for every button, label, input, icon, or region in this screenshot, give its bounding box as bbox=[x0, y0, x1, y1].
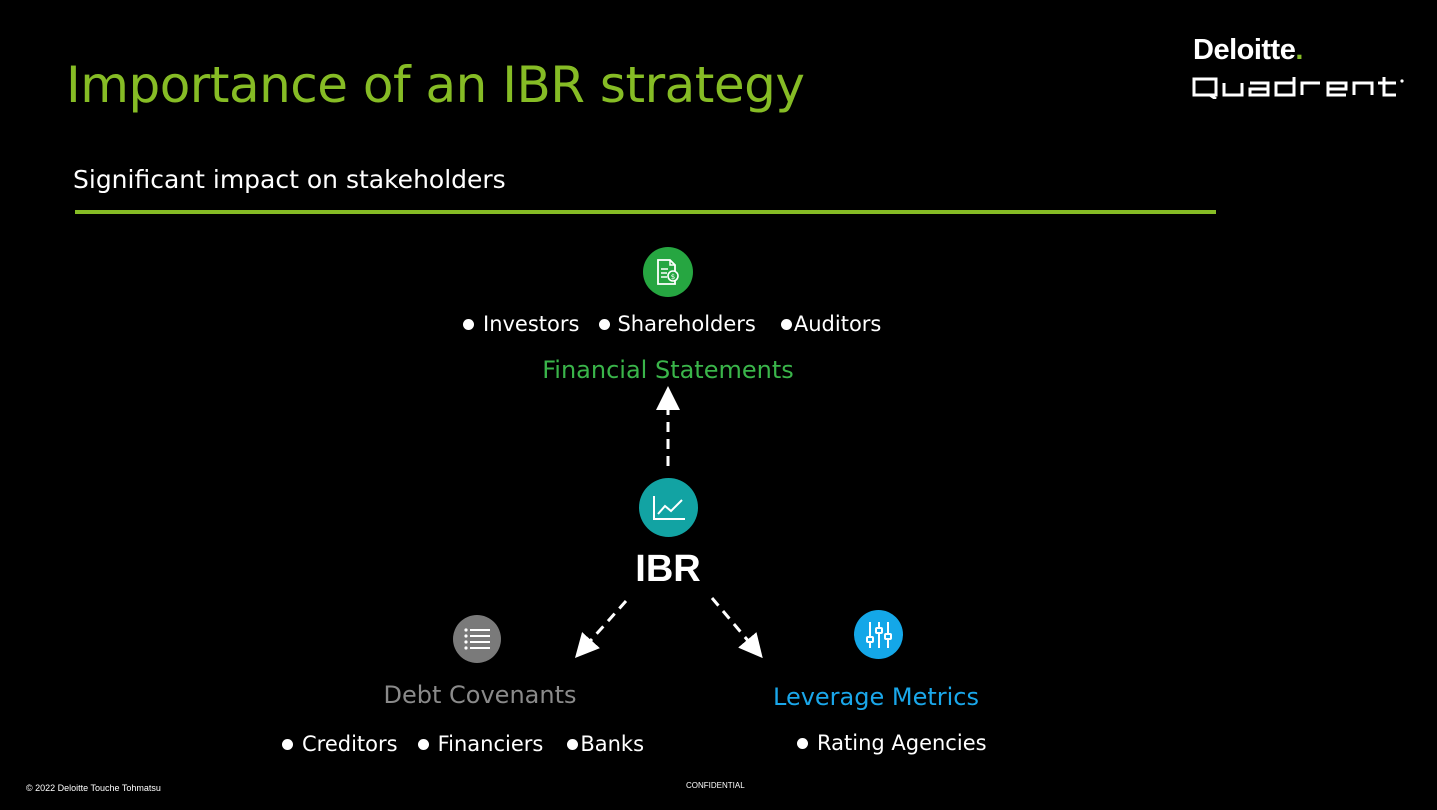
leverage-metrics-stakeholders: Rating Agencies bbox=[797, 731, 987, 755]
document-dollar-icon: $ bbox=[643, 247, 693, 297]
logo-brand-text: Deloitte bbox=[1193, 34, 1296, 66]
bullet-dot bbox=[463, 318, 474, 330]
list-icon bbox=[453, 615, 501, 663]
financial-statements-label: Financial Statements bbox=[542, 356, 794, 384]
stakeholder-item: Rating Agencies bbox=[797, 731, 987, 755]
arrow-to-debt-covenants bbox=[574, 599, 628, 658]
debt-covenants-stakeholders: Creditors Financiers Banks bbox=[282, 732, 644, 756]
stakeholder-item: Financiers bbox=[417, 732, 543, 756]
arrow-to-leverage-metrics bbox=[710, 597, 763, 659]
stakeholder-item: Auditors bbox=[780, 312, 881, 336]
bullet-dot bbox=[780, 318, 792, 330]
stakeholder-item: Creditors bbox=[282, 732, 398, 756]
sliders-icon bbox=[854, 610, 903, 659]
ibr-label: IBR bbox=[635, 548, 701, 590]
bullet-dot bbox=[797, 737, 808, 749]
stakeholder-item: Banks bbox=[567, 732, 644, 756]
bullet-dot bbox=[599, 318, 611, 330]
leverage-metrics-label: Leverage Metrics bbox=[772, 683, 980, 711]
quadrent-logo bbox=[1192, 75, 1406, 104]
stakeholder-item: Shareholders bbox=[599, 312, 756, 336]
svg-text:$: $ bbox=[671, 273, 675, 281]
debt-covenants-label: Debt Covenants bbox=[383, 681, 577, 709]
financial-statements-stakeholders: Investors Shareholders Auditors bbox=[463, 312, 881, 336]
slide-subtitle: Significant impact on stakeholders bbox=[73, 165, 506, 194]
deloitte-logo: Deloitte. bbox=[1193, 34, 1303, 67]
slide-title: Importance of an IBR strategy bbox=[66, 56, 805, 114]
title-divider bbox=[75, 210, 1216, 214]
bullet-dot bbox=[282, 738, 293, 750]
line-chart-icon bbox=[639, 478, 698, 537]
logo-brand-dot: . bbox=[1295, 34, 1303, 66]
footer-copyright: © 2022 Deloitte Touche Tohmatsu bbox=[26, 783, 161, 793]
bullet-dot bbox=[567, 738, 579, 750]
bullet-dot bbox=[417, 738, 429, 750]
stakeholder-item: Investors bbox=[463, 312, 579, 336]
footer-classification: CONFIDENTIAL bbox=[686, 781, 745, 790]
